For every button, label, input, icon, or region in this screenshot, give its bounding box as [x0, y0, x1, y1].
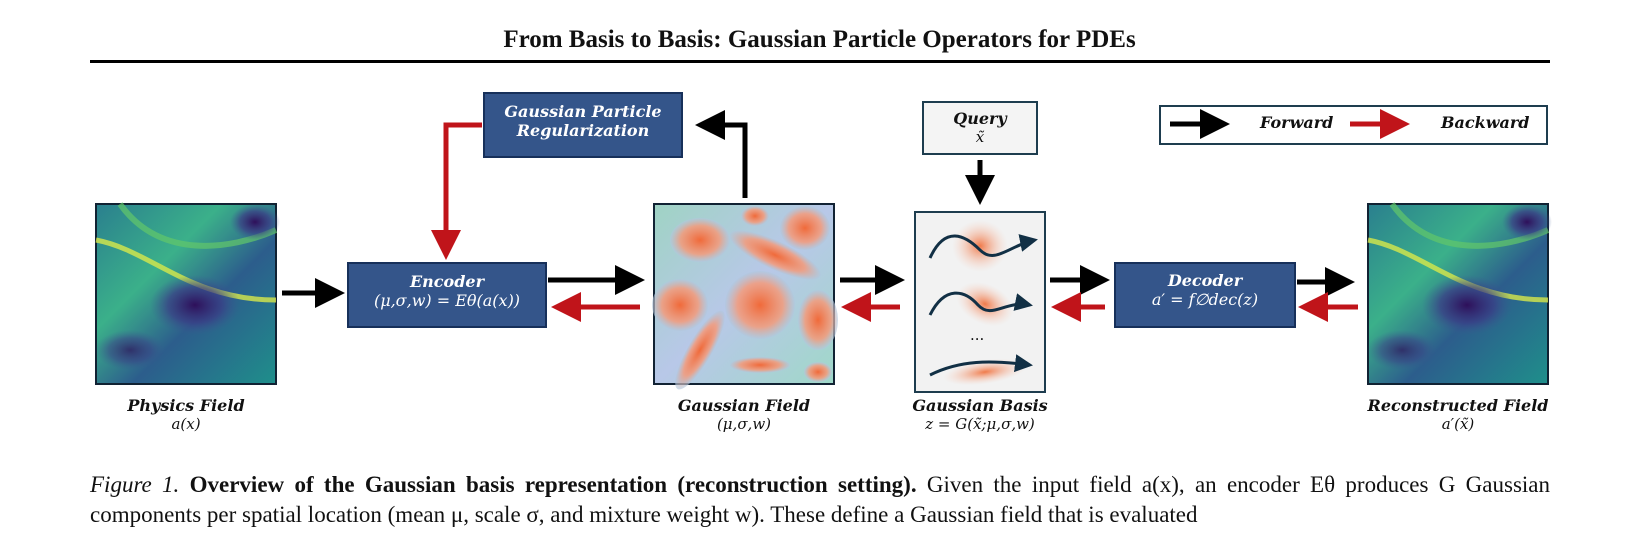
- title-rule: [90, 60, 1550, 63]
- reconstructed-field-label: Reconstructed Field: [1367, 396, 1549, 415]
- forward-arrows: [282, 110, 1355, 308]
- basis-ellipsis: ...: [970, 326, 985, 344]
- physics-field-math: a(x): [171, 415, 201, 433]
- query-box: Query x̃: [922, 101, 1038, 155]
- decoder-box: Decoder a′ = f∅dec(z): [1114, 262, 1296, 328]
- encoder-title: Encoder: [409, 272, 485, 291]
- backward-arrows: [431, 122, 1358, 322]
- gaussian-particle-regularization-box: Gaussian Particle Regularization: [483, 92, 683, 158]
- encoder-formula: (μ,σ,w) = Eθ(a(x)): [373, 291, 521, 310]
- reconstructed-field-math: a′(x̃): [1441, 415, 1475, 433]
- legend: [1159, 105, 1548, 145]
- caption-text: Given the input field a(x), an encoder E…: [90, 472, 1551, 527]
- gaussian-field-caption: Gaussian Field (μ,σ,w): [654, 396, 834, 433]
- query-title: Query: [953, 109, 1007, 128]
- gaussian-basis-caption: Gaussian Basis z = G(x̃;μ,σ,w): [890, 396, 1070, 433]
- caption-figure-label: Figure 1.: [90, 472, 180, 497]
- physics-field-label: Physics Field: [127, 396, 245, 415]
- gaussian-basis-math: z = G(x̃;μ,σ,w): [925, 415, 1035, 433]
- decoder-formula: a′ = f∅dec(z): [1151, 290, 1259, 309]
- reconstructed-field-caption: Reconstructed Field a′(x̃): [1340, 396, 1576, 433]
- query-symbol: x̃: [975, 128, 985, 146]
- reg-box-line1: Gaussian Particle: [504, 102, 662, 121]
- caption-bold-title: Overview of the Gaussian basis represent…: [189, 472, 917, 497]
- figure-caption: Figure 1. Overview of the Gaussian basis…: [90, 470, 1550, 530]
- running-title: From Basis to Basis: Gaussian Particle O…: [503, 26, 1136, 53]
- reg-box-line2: Regularization: [516, 121, 650, 140]
- gaussian-field-math: (μ,σ,w): [716, 415, 772, 433]
- figure-graphics: [95, 105, 1552, 393]
- encoder-box: Encoder (μ,σ,w) = Eθ(a(x)): [347, 262, 547, 328]
- physics-field-caption: Physics Field a(x): [96, 396, 276, 433]
- decoder-title: Decoder: [1167, 271, 1243, 290]
- legend-forward-label: Forward: [1260, 113, 1334, 132]
- figure-1: Forward Backward Gaussian Particle Regul…: [95, 92, 1576, 433]
- physics-field-image: [95, 202, 280, 385]
- legend-backward-label: Backward: [1441, 113, 1530, 132]
- gaussian-field-label: Gaussian Field: [677, 396, 811, 415]
- gaussian-field-image: [652, 203, 838, 390]
- gaussian-basis-label: Gaussian Basis: [912, 396, 1048, 415]
- reconstructed-field-image: [1367, 202, 1552, 385]
- gaussian-basis-panel: [914, 211, 1046, 393]
